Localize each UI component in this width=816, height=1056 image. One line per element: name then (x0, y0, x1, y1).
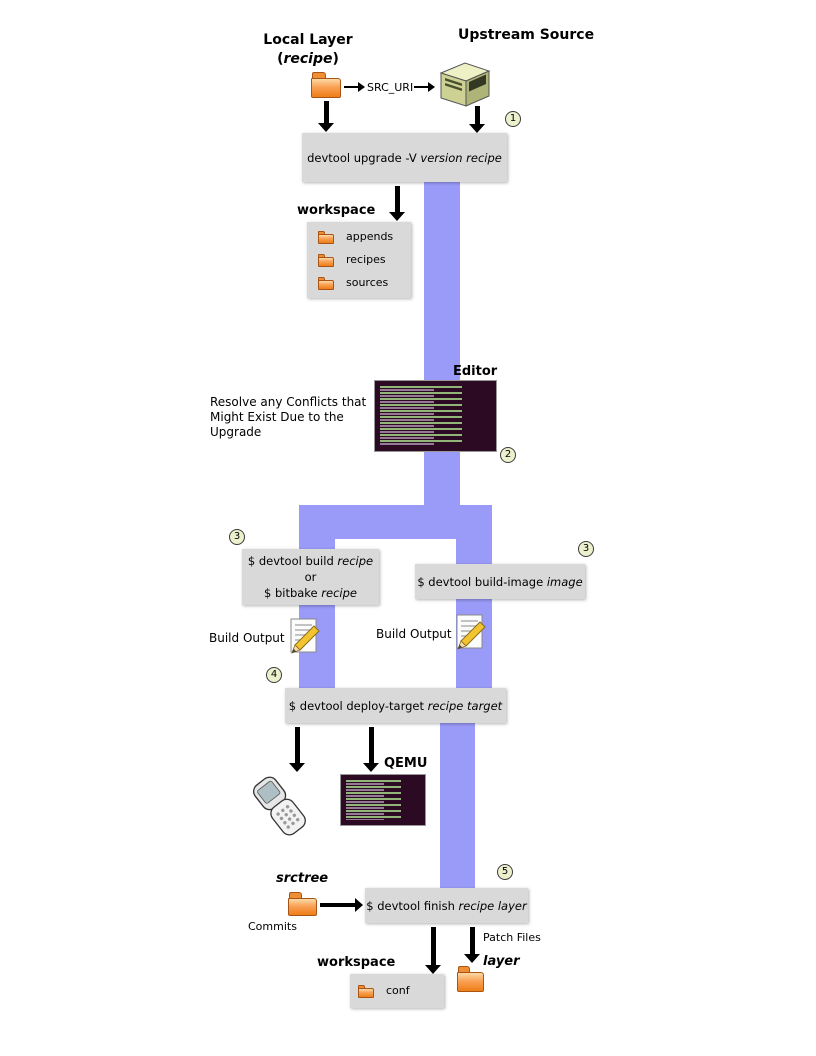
workspace-top-label: workspace (297, 203, 376, 218)
build-output-left-label: Build Output (209, 631, 285, 645)
folder-icon (318, 230, 334, 244)
local-layer-label: Local Layer (recipe) (238, 31, 378, 69)
step-circle-3-left: 3 (229, 529, 245, 545)
editor-label: Editor (453, 364, 498, 379)
arrow-deploy-to-qemu (363, 727, 379, 772)
folder-icon (318, 276, 334, 290)
step-circle-5: 5 (497, 864, 513, 880)
editor-terminal-screenshot (374, 380, 497, 452)
cmd-deploy-text: $ devtool deploy-target recipe target (288, 698, 503, 713)
target-phone-icon (253, 776, 306, 836)
layer-folder-icon (457, 966, 484, 992)
conflicts-note: Resolve any Conflicts that Might Exist D… (210, 395, 367, 439)
src-uri-label: SRC_URI (367, 81, 414, 94)
workspace-item-label: appends (346, 230, 394, 243)
step-circle-2: 2 (500, 447, 516, 463)
workspace-item-label: conf (386, 984, 410, 997)
srctree-folder-icon (288, 892, 317, 916)
step-circle-4: 4 (266, 667, 282, 683)
srctree-label: srctree (276, 871, 329, 886)
workspace-item-appends: appends (318, 229, 393, 245)
cmd-finish-text: $ devtool finish recipe layer (366, 898, 527, 913)
upstream-source-label: Upstream Source (458, 27, 595, 43)
arrow-upstream-to-upgrade (469, 106, 485, 133)
qemu-terminal-screenshot (340, 774, 426, 826)
local-layer-title: Local Layer (263, 32, 353, 48)
flow-band-deploy-to-finish (440, 718, 475, 890)
local-layer-recipe-line: (recipe) (277, 51, 339, 67)
layer-label: layer (483, 954, 520, 969)
arrow-finish-to-layer (464, 927, 480, 963)
workspace-item-conf: conf (358, 983, 410, 999)
workspace-item-label: recipes (346, 253, 386, 266)
workspace-top-box: appends recipes sources (307, 222, 411, 298)
cmd-build-image-text: $ devtool build-image image (417, 574, 583, 589)
folder-icon (358, 984, 374, 998)
build-output-right-label: Build Output (376, 627, 452, 641)
commits-label: Commits (248, 920, 297, 933)
patch-files-label: Patch Files (483, 931, 541, 944)
qemu-label: QEMU (384, 756, 428, 771)
cmd-upgrade-box: devtool upgrade -V version recipe (302, 133, 507, 182)
arrow-upgrade-to-workspace (389, 186, 405, 221)
workspace-bottom-label: workspace (317, 955, 396, 970)
arrow-srctree-to-finish (320, 898, 363, 912)
build-output-left-notepad-icon (290, 618, 320, 654)
step-circle-3-right: 3 (578, 541, 594, 557)
arrow-folder-to-srcuri (344, 82, 365, 92)
workspace-item-sources: sources (318, 275, 388, 291)
workspace-item-recipes: recipes (318, 252, 386, 268)
cmd-build-text: $ devtool build recipe or $ bitbake reci… (247, 554, 374, 600)
cmd-build-image-box: $ devtool build-image image (415, 564, 585, 599)
workspace-item-label: sources (346, 276, 389, 289)
cmd-build-box: $ devtool build recipe or $ bitbake reci… (242, 549, 379, 605)
arrow-deploy-to-phone (289, 727, 305, 772)
local-layer-folder-icon (311, 72, 341, 98)
build-output-right-notepad-icon (456, 614, 486, 650)
step-circle-1: 1 (505, 111, 521, 127)
cmd-deploy-box: $ devtool deploy-target recipe target (285, 688, 506, 723)
arrow-srcuri-to-server (414, 82, 435, 92)
cmd-upgrade-text: devtool upgrade -V version recipe (307, 150, 502, 165)
arrow-local-to-upgrade (318, 101, 334, 132)
folder-icon (318, 253, 334, 267)
cmd-finish-box: $ devtool finish recipe layer (365, 888, 528, 923)
arrow-finish-to-workspace (425, 927, 441, 974)
flow-band-main (424, 180, 460, 508)
workspace-bottom-box: conf (350, 974, 444, 1008)
upstream-server-icon (439, 62, 491, 107)
